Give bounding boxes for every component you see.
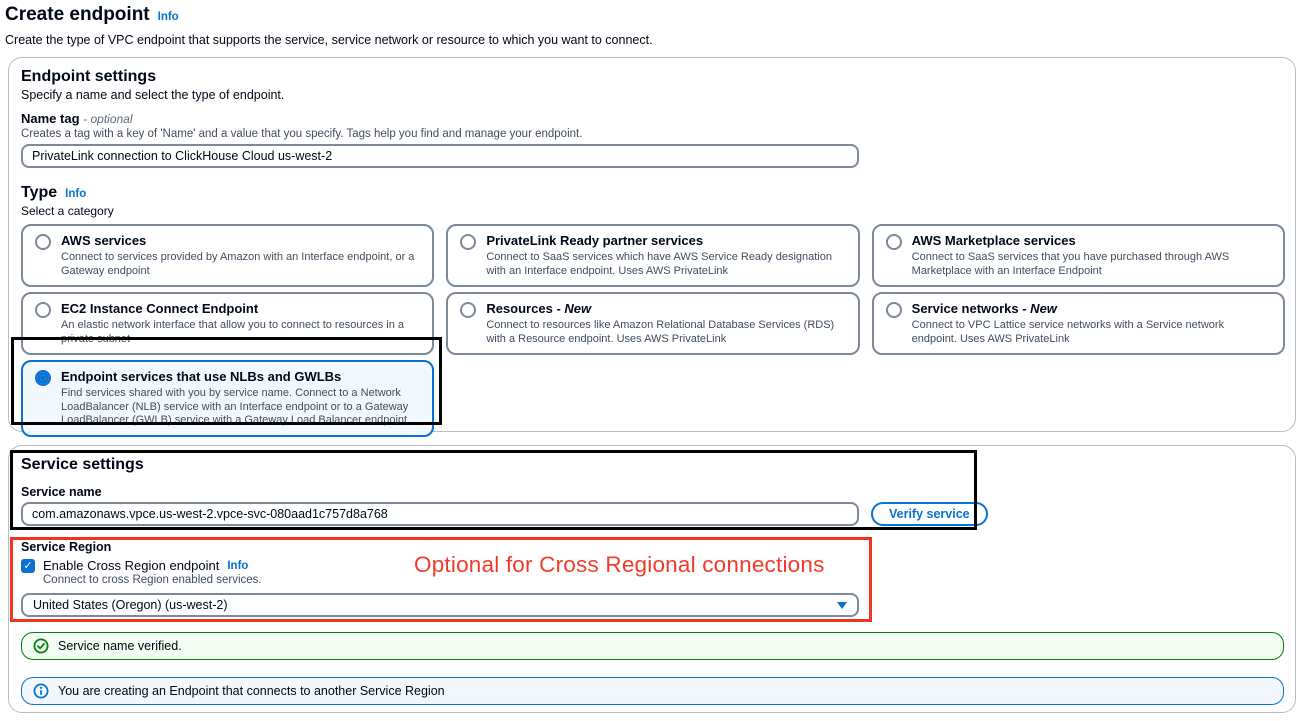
new-badge: - New — [556, 301, 592, 316]
tile-description: Connect to resources like Amazon Relatio… — [486, 319, 835, 345]
tile-description: Connect to services provided by Amazon w… — [61, 251, 415, 277]
service-region-select[interactable]: United States (Oregon) (us-west-2) — [21, 593, 859, 617]
tile-description: Find services shared with you by service… — [61, 387, 409, 426]
info-icon — [33, 683, 49, 699]
tile-title: AWS Marketplace services — [911, 233, 1076, 248]
type-subtitle: Select a category — [21, 204, 114, 218]
radio-icon[interactable] — [35, 302, 51, 318]
cross-region-checkbox-label: Enable Cross Region endpoint — [43, 558, 220, 573]
success-check-icon — [33, 638, 49, 654]
tile-ec2-instance-connect[interactable]: EC2 Instance Connect Endpoint An elastic… — [21, 292, 435, 355]
service-verified-alert: Service name verified. — [21, 632, 1284, 660]
chevron-down-icon — [837, 601, 847, 609]
new-badge: - New — [1022, 301, 1057, 316]
cross-region-info-alert: You are creating an Endpoint that connec… — [21, 677, 1284, 705]
cross-region-info-link[interactable]: Info — [227, 559, 249, 572]
type-info-link[interactable]: Info — [65, 188, 87, 200]
page-description: Create the type of VPC endpoint that sup… — [5, 33, 653, 47]
endpoint-settings-title: Endpoint settings — [21, 68, 157, 85]
selected-region-value: United States (Oregon) (us-west-2) — [33, 598, 228, 612]
tile-description: Connect to VPC Lattice service networks … — [911, 319, 1225, 345]
tile-title: AWS services — [61, 233, 147, 248]
page-title: Create endpoint — [5, 4, 150, 25]
verify-service-button[interactable]: Verify service — [871, 502, 988, 526]
tile-privatelink-partner-services[interactable]: PrivateLink Ready partner services Conne… — [446, 224, 860, 287]
radio-icon[interactable] — [885, 234, 902, 250]
name-tag-input[interactable] — [21, 144, 859, 168]
service-settings-card: Service settings Service name Verify ser… — [8, 445, 1296, 713]
name-tag-help: Creates a tag with a key of 'Name' and a… — [21, 128, 583, 140]
tile-title: Resources - New — [486, 301, 592, 316]
tile-aws-services[interactable]: AWS services Connect to services provide… — [21, 224, 435, 287]
endpoint-type-options: AWS services Connect to services provide… — [21, 224, 1285, 437]
tile-title: PrivateLink Ready partner services — [486, 233, 704, 248]
radio-icon[interactable] — [885, 302, 902, 318]
tile-title: Endpoint services that use NLBs and GWLB… — [61, 369, 342, 384]
name-tag-label: Name tag - optional — [21, 111, 133, 126]
tile-description: Connect to SaaS services that you have p… — [911, 251, 1230, 277]
service-region-label: Service Region — [21, 540, 112, 554]
radio-icon[interactable] — [460, 302, 477, 318]
service-name-label: Service name — [21, 485, 102, 499]
tile-endpoint-services-nlb-gwlb[interactable]: Endpoint services that use NLBs and GWLB… — [21, 360, 435, 437]
name-tag-optional: - optional — [83, 112, 133, 126]
radio-selected-icon[interactable] — [35, 370, 51, 386]
radio-icon[interactable] — [35, 234, 51, 250]
tile-description: Connect to SaaS services which have AWS … — [486, 251, 832, 277]
info-alert-text: You are creating an Endpoint that connec… — [58, 684, 445, 698]
tile-aws-marketplace-services[interactable]: AWS Marketplace services Connect to SaaS… — [871, 224, 1285, 287]
endpoint-settings-card: Endpoint settings Specify a name and sel… — [8, 57, 1296, 437]
cross-region-help: Connect to cross Region enabled services… — [43, 574, 262, 586]
service-name-input[interactable] — [21, 502, 859, 526]
cross-region-checkbox[interactable]: ✓ — [21, 558, 35, 573]
tile-resources[interactable]: Resources - New Connect to resources lik… — [446, 292, 860, 355]
tile-title: Service networks - New — [911, 301, 1057, 316]
page-info-link[interactable]: Info — [157, 11, 179, 23]
tile-title: EC2 Instance Connect Endpoint — [61, 301, 259, 316]
service-settings-title: Service settings — [21, 456, 144, 473]
endpoint-settings-subtitle: Specify a name and select the type of en… — [21, 88, 285, 102]
radio-icon[interactable] — [460, 234, 477, 250]
tile-description: An elastic network interface that allow … — [61, 319, 405, 345]
tile-service-networks[interactable]: Service networks - New Connect to VPC La… — [871, 292, 1285, 355]
success-alert-text: Service name verified. — [58, 639, 182, 653]
page-header: Create endpoint Info Create the type of V… — [0, 0, 1304, 47]
